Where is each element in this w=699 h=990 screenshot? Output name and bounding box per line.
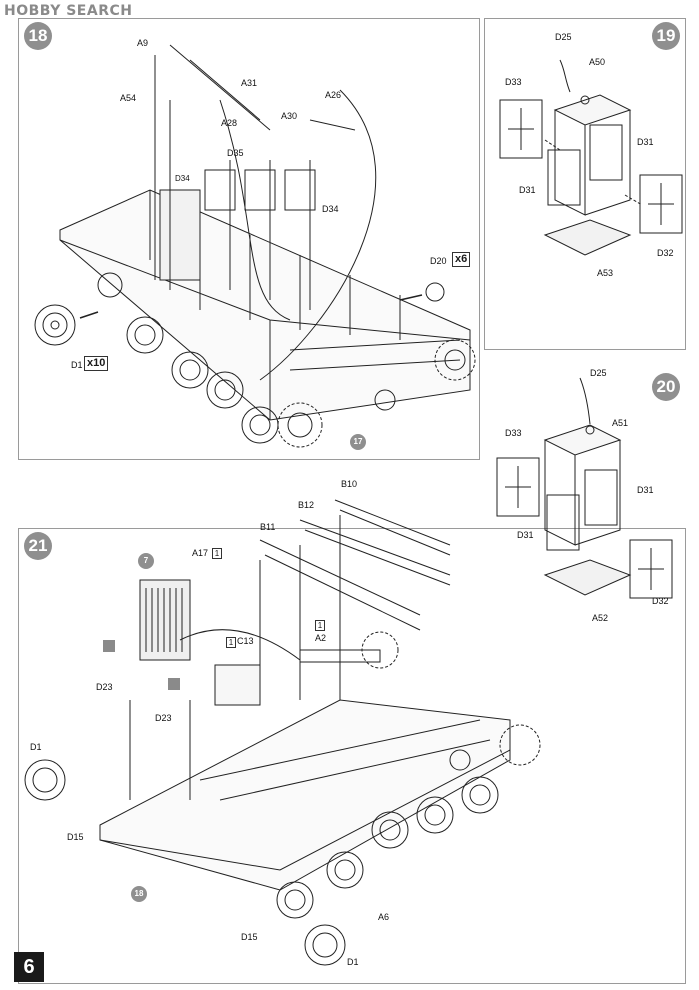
part-label-a2: A2 bbox=[315, 633, 327, 643]
part-label-d31-right: D31 bbox=[637, 485, 654, 495]
part-label-a26: A26 bbox=[325, 90, 342, 100]
part-label-d34-right: D34 bbox=[322, 204, 339, 214]
step-number-20: 20 bbox=[652, 373, 680, 401]
part-box-a17: 1 bbox=[212, 548, 222, 559]
quantity-d1: x10 bbox=[84, 356, 109, 371]
part-label-d25: D25 bbox=[555, 32, 572, 42]
frame-step-18 bbox=[18, 18, 480, 460]
page-number: 6 bbox=[14, 952, 44, 982]
part-box-a2: 1 bbox=[315, 620, 325, 631]
part-label-a50: A50 bbox=[589, 57, 606, 67]
part-label-d1-bottom: D1 bbox=[347, 957, 359, 967]
part-label-a6: A6 bbox=[378, 912, 390, 922]
part-label-d20: D20 bbox=[430, 256, 447, 266]
part-label-d25: D25 bbox=[590, 368, 607, 378]
frame-step-21 bbox=[18, 528, 686, 984]
step18-road-wheels bbox=[34, 272, 476, 448]
part-label-b10: B10 bbox=[341, 479, 358, 489]
part-label-d1: D1 bbox=[71, 360, 83, 370]
part-label-a53: A53 bbox=[597, 268, 614, 278]
ref-step-7: 7 bbox=[138, 553, 154, 569]
part-label-d1-left: D1 bbox=[30, 742, 42, 752]
part-label-d31-left: D31 bbox=[519, 185, 536, 195]
ref-step-18: 18 bbox=[131, 886, 147, 902]
step-number-18: 18 bbox=[24, 22, 52, 50]
part-label-d34-left: D34 bbox=[175, 174, 190, 183]
part-label-b11: B11 bbox=[260, 522, 276, 532]
part-label-d35: D35 bbox=[227, 148, 244, 158]
step20-tank-drawing bbox=[496, 377, 673, 599]
step19-tank-drawing bbox=[499, 59, 683, 256]
step21-chassis-drawing bbox=[99, 499, 511, 891]
part-label-a52: A52 bbox=[592, 613, 609, 623]
step21-road-wheels bbox=[24, 631, 541, 966]
part-label-a30: A30 bbox=[281, 111, 298, 121]
part-label-d31-left: D31 bbox=[517, 530, 534, 540]
ref-step-17: 17 bbox=[350, 434, 366, 450]
part-label-a54: A54 bbox=[120, 93, 137, 103]
part-label-d33: D33 bbox=[505, 428, 522, 438]
step-number-19: 19 bbox=[652, 22, 680, 50]
step18-chassis-drawing bbox=[59, 44, 471, 421]
part-label-a9: A9 bbox=[137, 38, 149, 48]
frame-step-19 bbox=[484, 18, 686, 350]
part-label-d15-left: D15 bbox=[67, 832, 84, 842]
part-label-c13: C13 bbox=[237, 636, 254, 646]
step-number-21: 21 bbox=[24, 532, 52, 560]
part-label-a31: A31 bbox=[241, 78, 258, 88]
watermark: HOBBY SEARCH bbox=[4, 3, 133, 19]
part-label-d33: D33 bbox=[505, 77, 522, 87]
quantity-d20: x6 bbox=[452, 252, 471, 267]
part-label-a17: A17 bbox=[192, 548, 209, 558]
part-label-d31-right: D31 bbox=[637, 137, 654, 147]
part-label-a51: A51 bbox=[612, 418, 629, 428]
part-label-d23-right: D23 bbox=[155, 713, 172, 723]
part-label-d32: D32 bbox=[652, 596, 669, 606]
part-label-b12: B12 bbox=[298, 500, 315, 510]
part-label-d23-left: D23 bbox=[96, 682, 113, 692]
part-box-c13: 1 bbox=[226, 637, 236, 648]
part-label-d32: D32 bbox=[657, 248, 674, 258]
tool-icons bbox=[103, 640, 180, 690]
part-label-a28: A28 bbox=[221, 118, 238, 128]
part-label-d15-bottom: D15 bbox=[241, 932, 258, 942]
